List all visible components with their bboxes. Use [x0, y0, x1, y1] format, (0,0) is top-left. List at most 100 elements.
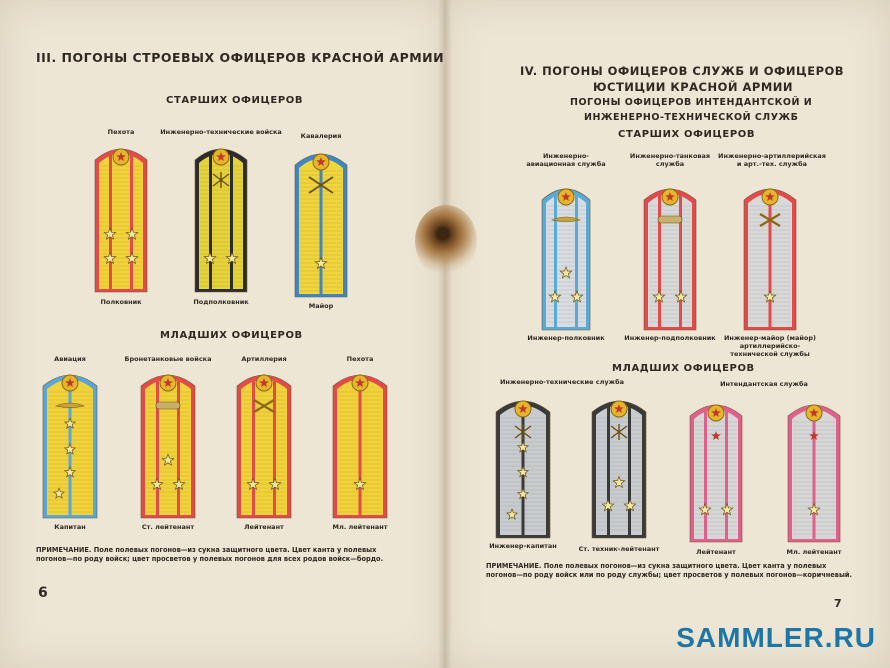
button-star	[518, 404, 528, 413]
right-junior-rank-2: Ст. техник-лейтенант	[578, 545, 660, 553]
shoulder-strap-senior-artillery-service	[743, 188, 797, 331]
rank-star	[63, 417, 77, 429]
rank-star	[52, 487, 66, 499]
rank-star	[559, 266, 573, 279]
shoulder-strap-junior-quartermaster-2	[787, 404, 841, 543]
left-junior-header: МЛАДШИХ ОФИЦЕРОВ	[160, 330, 303, 341]
rank-star	[698, 502, 712, 516]
button-star	[561, 192, 571, 201]
rank-stripe	[812, 410, 816, 539]
left-junior-branch-4: Пехота	[346, 355, 374, 363]
left-junior-rank-2: Ст. лейтенант	[141, 523, 195, 531]
rank-stripe	[575, 194, 578, 327]
wings-emblem	[55, 402, 85, 408]
rank-stripe	[768, 194, 772, 327]
right-junior-rank-4: Мл. лейтенант	[786, 548, 842, 556]
left-page	[0, 0, 445, 668]
right-junior-header: МЛАДШИХ ОФИЦЕРОВ	[612, 363, 755, 374]
rank-star	[353, 477, 367, 491]
left-page-number: 6	[38, 585, 48, 601]
shoulder-strap-senior-tank-service	[643, 188, 697, 331]
button-star	[665, 192, 675, 201]
rank-stripe	[130, 154, 133, 289]
rank-star	[172, 477, 186, 491]
left-page-note: ПРИМЕЧАНИЕ. Поле полевых погонов—из сукн…	[36, 546, 384, 563]
red-star-emblem	[809, 431, 819, 440]
shoulder-strap-junior-aviation	[42, 374, 98, 519]
left-senior-header: СТАРШИХ ОФИЦЕРОВ	[166, 95, 304, 106]
rank-stripe	[628, 406, 631, 535]
rank-stripe	[177, 380, 180, 515]
right-page-subtitle-line2: ИНЖЕНЕРНО-ТЕХНИЧЕСКОЙ СЛУЖБ	[584, 112, 799, 123]
cannons-emblem	[759, 213, 781, 227]
left-senior-branch-1: Пехота	[107, 128, 135, 136]
rank-star	[505, 508, 519, 520]
rank-star	[203, 251, 217, 265]
button-star	[809, 408, 819, 417]
rank-star	[246, 477, 260, 491]
left-junior-branch-2: Бронетанковые войска	[124, 355, 212, 363]
rank-stripe	[607, 406, 610, 535]
rank-star	[601, 498, 615, 512]
rank-stripe	[230, 154, 233, 289]
shoulder-strap-junior-engineer-1	[495, 400, 551, 539]
tank-emblem	[657, 215, 683, 224]
shoulder-strap-junior-artillery	[236, 374, 292, 519]
wings-emblem	[551, 216, 581, 222]
button-star	[116, 152, 126, 161]
rank-star	[570, 290, 584, 303]
right-senior-rank-2: Инженер-подполковник	[624, 334, 716, 342]
shoulder-strap-senior-aviation-service	[541, 188, 591, 331]
button-star	[216, 152, 226, 161]
button-star	[65, 378, 75, 387]
paper-stain	[415, 205, 477, 277]
engineer-emblem	[514, 424, 532, 440]
rank-star	[103, 251, 117, 265]
left-junior-branch-3: Артиллерия	[241, 355, 287, 363]
button-star	[163, 378, 173, 387]
rank-stripe	[679, 194, 682, 327]
left-junior-rank-1: Капитан	[54, 523, 86, 531]
rank-star	[125, 251, 139, 265]
left-junior-rank-3: Лейтенант	[244, 523, 284, 531]
right-junior-branch-left: Инженерно-технические служба	[499, 378, 625, 386]
button-star	[316, 157, 326, 166]
left-senior-branch-2: Инженерно-технические войска	[160, 128, 282, 136]
right-page-title-line1: IV. ПОГОНЫ ОФИЦЕРОВ СЛУЖБ И ОФИЦЕРОВ	[520, 64, 845, 78]
rank-star	[720, 502, 734, 516]
left-senior-rank-2: Подполковник	[193, 298, 249, 306]
rank-star	[225, 251, 239, 265]
right-senior-branch-1: Инженерно-авиационная служба	[526, 152, 606, 168]
right-senior-rank-1: Инженер-полковник	[527, 334, 605, 342]
rank-stripe	[156, 380, 159, 515]
right-senior-header: СТАРШИХ ОФИЦЕРОВ	[618, 129, 756, 140]
shoulder-strap-senior-infantry	[94, 148, 148, 293]
right-page-number: 7	[834, 597, 842, 610]
button-star	[765, 192, 775, 201]
red-star-emblem	[711, 431, 721, 440]
button-star	[259, 378, 269, 387]
shoulder-strap-senior-engineer	[194, 148, 248, 293]
rank-star	[125, 227, 139, 240]
shoulder-strap-junior-engineer-2	[591, 400, 647, 539]
engineer-emblem	[610, 424, 628, 440]
engineer-emblem	[212, 172, 230, 188]
rank-star	[516, 441, 530, 453]
left-senior-rank-1: Полковник	[100, 298, 142, 306]
rank-star	[150, 477, 164, 491]
sabres-emblem	[308, 176, 334, 194]
rank-star	[548, 290, 562, 303]
book-spine	[438, 0, 452, 668]
shoulder-strap-junior-armour	[140, 374, 196, 519]
shoulder-strap-senior-cavalry	[294, 153, 348, 298]
rank-star	[623, 498, 637, 512]
rank-stripe	[658, 194, 661, 327]
rank-star	[268, 477, 282, 491]
rank-stripe	[209, 154, 212, 289]
rank-stripe	[252, 380, 255, 515]
shoulder-strap-junior-infantry	[332, 374, 388, 519]
rank-star	[516, 487, 530, 500]
rank-stripe	[554, 194, 557, 327]
tank-emblem	[155, 401, 181, 410]
right-junior-branch-right: Интендантская служба	[720, 380, 808, 388]
